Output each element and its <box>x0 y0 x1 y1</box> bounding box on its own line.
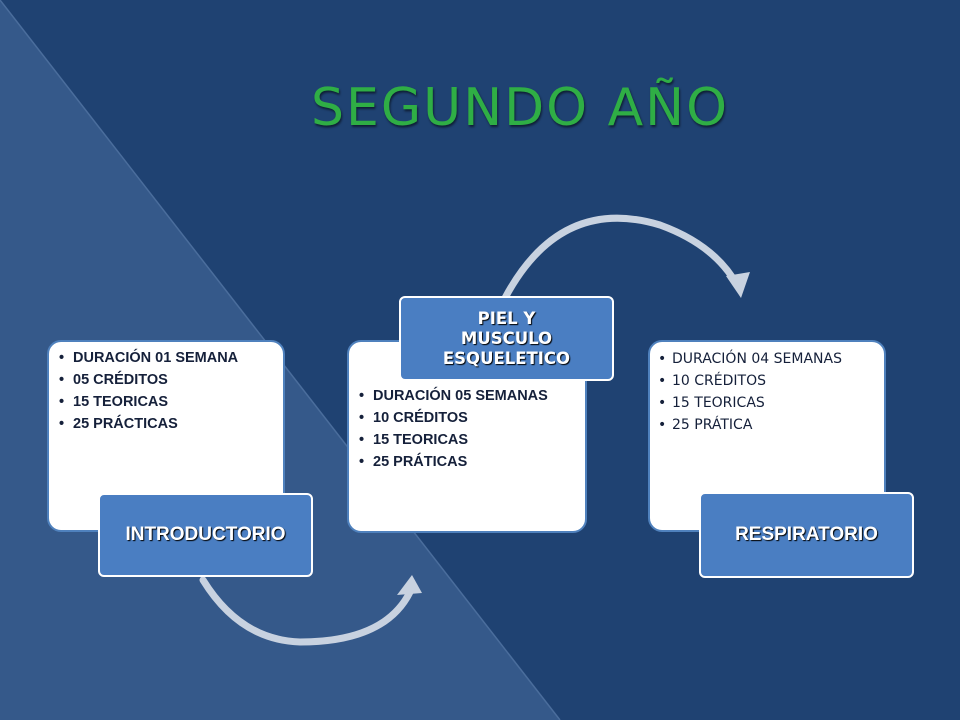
module-label-introductorio: INTRODUCTORIO <box>98 493 313 577</box>
arrow-lower-curve <box>199 576 414 646</box>
module-details-list: DURACIÓN 05 SEMANAS 10 CRÉDITOS 15 TEORI… <box>359 388 571 471</box>
detail-item-theory: 15 TEORICAS <box>658 395 874 412</box>
module-label-respiratorio: RESPIRATORIO <box>699 492 914 578</box>
module-details-list: DURACIÓN 01 SEMANA 05 CRÉDITOS 15 TEORIC… <box>59 350 273 433</box>
detail-item-duration: DURACIÓN 01 SEMANA <box>59 350 273 367</box>
detail-item-duration: DURACIÓN 05 SEMANAS <box>359 388 571 405</box>
arrow-upper-curve <box>501 214 741 302</box>
arrow-upper-head <box>726 272 750 298</box>
detail-item-practice: 25 PRÁTICA <box>658 417 874 434</box>
detail-item-theory: 15 TEORICAS <box>59 394 273 411</box>
detail-item-credits: 10 CRÉDITOS <box>658 373 874 390</box>
detail-item-theory: 15 TEORICAS <box>359 432 571 449</box>
detail-item-duration: DURACIÓN 04 SEMANAS <box>658 351 874 368</box>
detail-item-credits: 05 CRÉDITOS <box>59 372 273 389</box>
slide-title: SEGUNDO AÑO <box>310 78 730 138</box>
detail-item-practice: 25 PRÁCTICAS <box>59 416 273 433</box>
arrow-lower-head <box>397 575 422 595</box>
module-details-list: DURACIÓN 04 SEMANAS 10 CRÉDITOS 15 TEORI… <box>658 351 874 434</box>
detail-item-practice: 25 PRÁTICAS <box>359 454 571 471</box>
module-label-piel-musculo: PIEL Y MUSCULO ESQUELETICO <box>399 296 614 381</box>
detail-item-credits: 10 CRÉDITOS <box>359 410 571 427</box>
